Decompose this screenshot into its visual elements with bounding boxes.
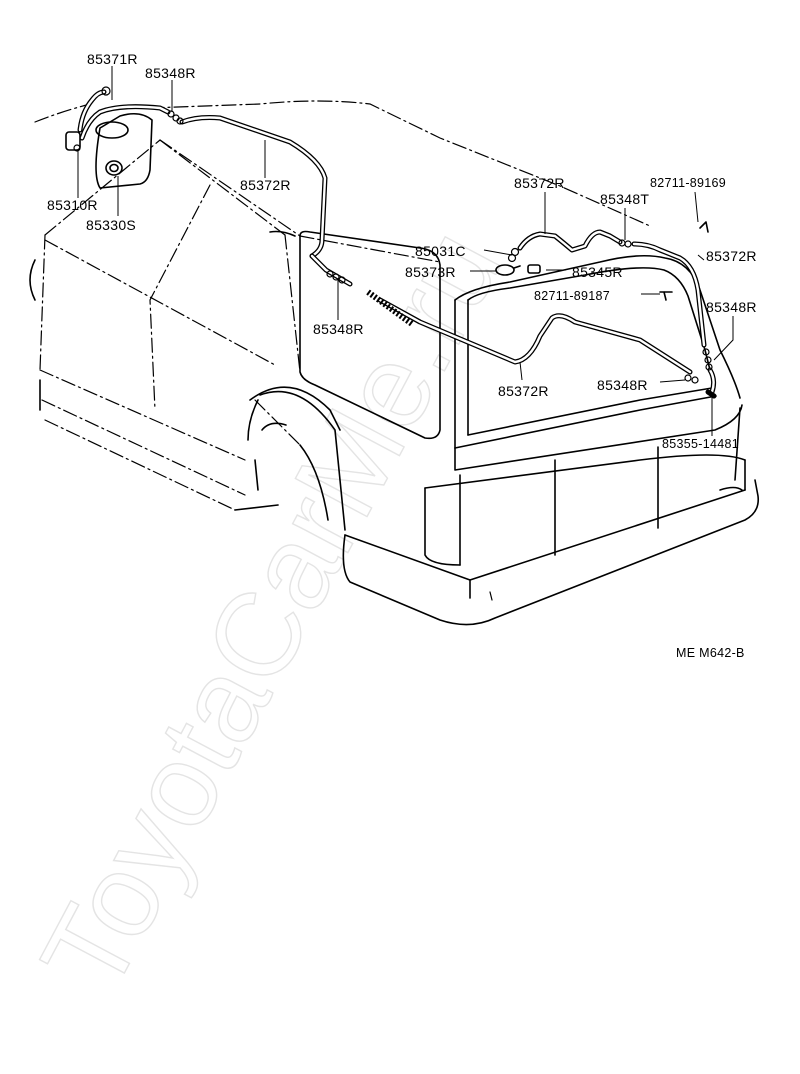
label-85355-14481: 85355-14481 [662, 437, 739, 451]
label-85348T: 85348T [600, 191, 649, 207]
label-85372R-right: 85372R [706, 248, 757, 264]
label-85345R: 85345R [572, 264, 623, 280]
label-85031C: 85031C [415, 243, 466, 259]
label-85372R-lower: 85372R [498, 383, 549, 399]
label-82711-89187: 82711-89187 [534, 289, 610, 303]
label-85348R-top: 85348R [145, 65, 196, 81]
label-85330S: 85330S [86, 217, 136, 233]
label-85372R-roof: 85372R [240, 177, 291, 193]
watermark-text: ToyotaCarMe.ru [16, 209, 527, 1012]
label-85310R: 85310R [47, 197, 98, 213]
label-85371R: 85371R [87, 51, 138, 67]
leader-lines [77, 66, 734, 436]
label-85348R-left: 85348R [313, 321, 364, 337]
part-labels: 85371R 85348R 85310R 85330S 85372R 85372… [47, 51, 757, 660]
label-85372R-hatch: 85372R [514, 175, 565, 191]
label-85348R-lower: 85348R [597, 377, 648, 393]
label-85373R: 85373R [405, 264, 456, 280]
diagram-code: ME M642-B [676, 646, 745, 660]
label-82711-89169: 82711-89169 [650, 176, 726, 190]
washer-hose-routing [77, 86, 717, 399]
washer-tank [65, 112, 153, 189]
label-85348R-right: 85348R [706, 299, 757, 315]
vehicle-body-outline [29, 100, 760, 626]
